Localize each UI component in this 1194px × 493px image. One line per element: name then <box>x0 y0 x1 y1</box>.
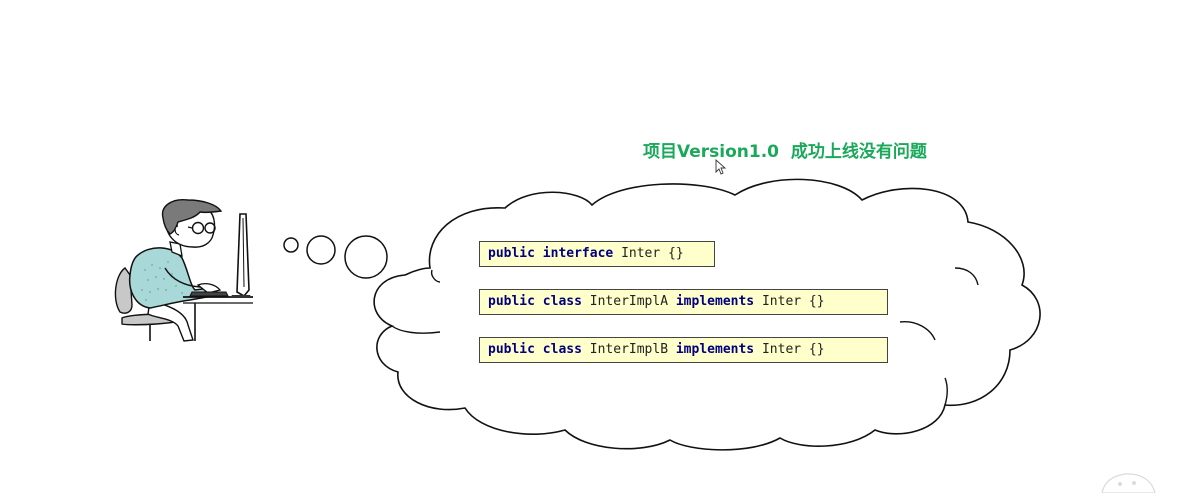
thought-bubble-medium <box>306 235 336 265</box>
code-text: InterImplA <box>581 294 676 309</box>
programmer-illustration <box>114 199 253 342</box>
thought-bubble-large <box>344 235 388 279</box>
watermark-icon <box>1101 473 1156 493</box>
code-keyword: class <box>542 342 582 357</box>
code-line-impl-a: public class InterImplA implements Inter… <box>479 289 888 315</box>
code-line-interface: public interface Inter {} <box>479 241 715 267</box>
code-keyword: implements <box>675 342 755 357</box>
mouse-cursor-icon <box>715 158 727 175</box>
slide-title: 项目Version1.0 成功上线没有问题 <box>643 142 927 162</box>
code-text: Inter {} <box>754 294 825 309</box>
code-text <box>535 294 543 309</box>
code-text: Inter {} <box>613 246 684 261</box>
code-keyword: implements <box>675 294 755 309</box>
code-keyword: public <box>488 246 535 261</box>
code-keyword: public <box>488 342 535 357</box>
code-keyword: interface <box>542 246 614 261</box>
code-keyword: public <box>488 294 535 309</box>
code-text: InterImplB <box>581 342 676 357</box>
code-text: Inter {} <box>754 342 825 357</box>
monitor <box>236 213 250 298</box>
code-line-impl-b: public class InterImplB implements Inter… <box>479 337 888 363</box>
thought-bubble-small <box>283 237 299 253</box>
code-keyword: class <box>542 294 582 309</box>
code-text <box>535 342 543 357</box>
code-text <box>535 246 543 261</box>
